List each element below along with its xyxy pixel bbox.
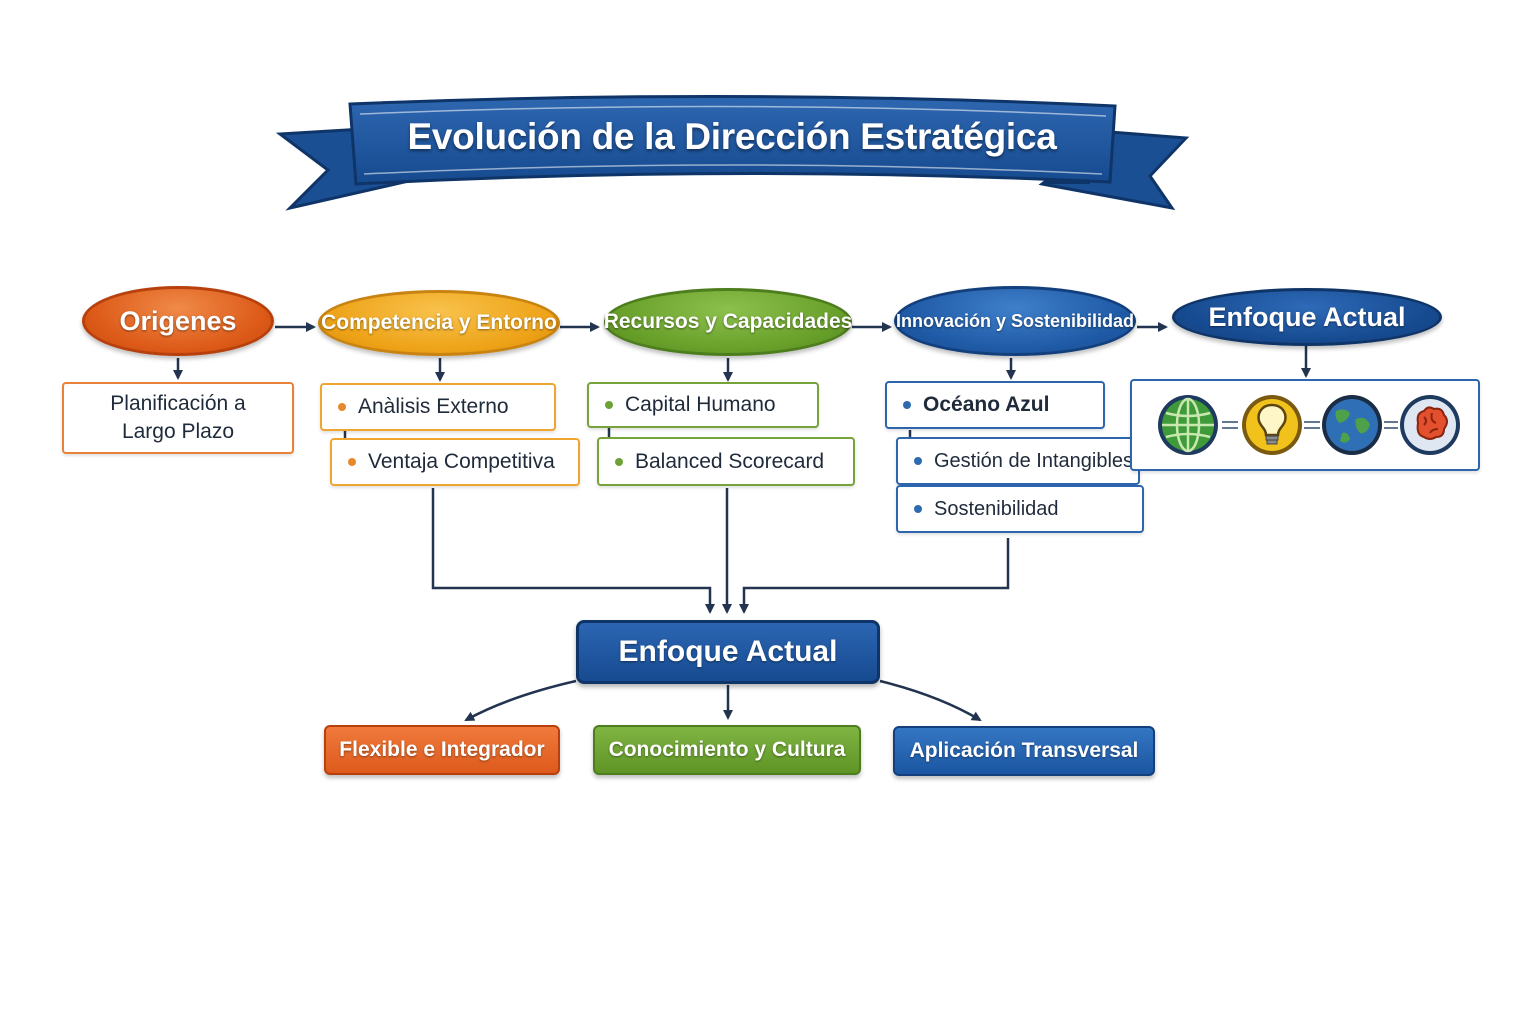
item-label: Ventaja Competitiva [368,450,555,473]
bullet-icon [914,457,922,465]
item-box-capital-humano: Capital Humano [587,382,819,428]
branch-arrow-left [464,679,577,722]
outcome-conocimiento-cultura: Conocimiento y Cultura [593,725,861,775]
bullet-icon [348,458,356,466]
item-label: Anàlisis Externo [358,395,509,418]
item-box-planificacion: Planificación a Largo Plazo [62,382,294,454]
bullet-icon [914,505,922,513]
stage-oval-enfoque: Enfoque Actual [1172,288,1442,346]
item-label: Planificación a Largo Plazo [110,392,246,443]
bullet-icon [338,403,346,411]
item-box-sostenibilidad: Sostenibilidad [896,485,1144,533]
stage-oval-recursos: Recursos y Capacidades [604,288,852,356]
icon-dividers [1222,421,1398,429]
item-box-gestion-intangibles: Gestión de Intangibles [896,437,1140,485]
item-label: Balanced Scorecard [635,449,825,473]
merge-arrow-left [431,488,715,614]
bullet-icon [903,401,911,409]
central-focus-box: Enfoque Actual [576,620,880,684]
item-label: Capital Humano [625,393,776,416]
diagram-title: Evolución de la Dirección Estratégica [407,116,1057,157]
earth-icon [1322,395,1382,455]
item-label: Gestión de Intangibles [934,449,1134,472]
outcome-flexible-integrador: Flexible e Integrador [324,725,560,775]
item-label: Sostenibilidad [934,497,1059,520]
item-box-balanced-scorecard: Balanced Scorecard [597,437,855,486]
bullet-icon [605,401,613,409]
title-banner [275,94,1190,211]
merge-arrow-right [739,538,1010,614]
outcome-aplicacion-transversal: Aplicación Transversal [893,726,1155,776]
item-box-analisis-externo: Anàlisis Externo [320,383,556,431]
lightbulb-icon [1242,395,1302,455]
icons-panel [1130,379,1480,471]
item-box-ventaja-competitiva: Ventaja Competitiva [330,438,580,486]
item-box-oceano-azul: Océano Azul [885,381,1105,429]
bullet-icon [615,457,623,466]
stage-oval-competencia: Competencia y Entorno [318,290,560,356]
branch-arrow-right [879,679,982,722]
item-label: Océano Azul [923,393,1050,416]
stage-oval-origenes: Origenes [82,286,274,356]
brain-icon [1400,395,1460,455]
stage-oval-innovacion: Innovación y Sostenibilidad [894,286,1136,356]
globe-icon [1158,395,1218,455]
